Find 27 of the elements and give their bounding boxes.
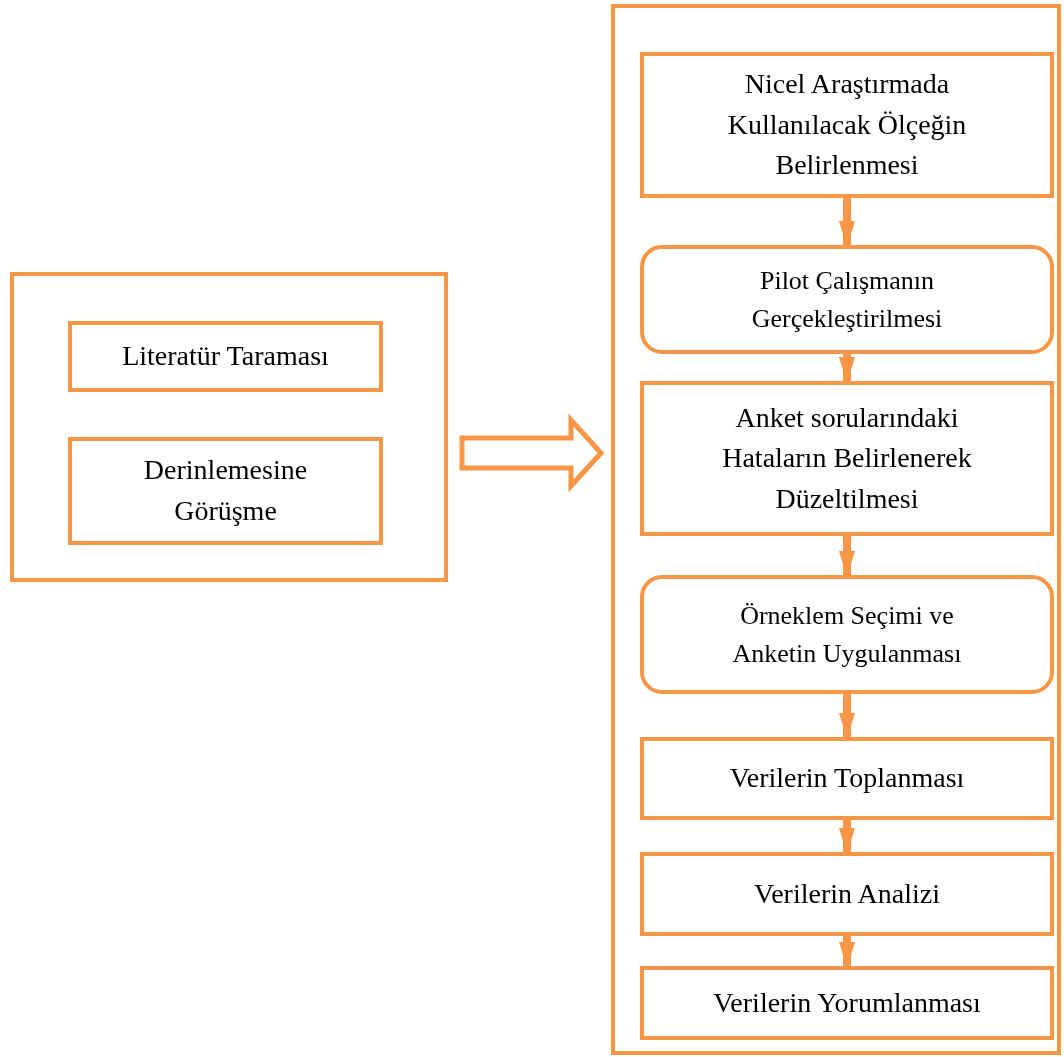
process-box (640, 966, 1054, 1040)
step-label: Verilerin Yorumlanması (713, 985, 981, 1020)
step-label: Verilerin Analizi (754, 876, 940, 911)
step-label: Derinlemesine Görüşme (142, 453, 309, 528)
process-box (640, 52, 1054, 198)
arrow (839, 936, 855, 968)
step-label: Anket sorularındaki Hataların Belirlenerek Düzeltilmesi (721, 400, 973, 516)
process-box (68, 437, 383, 545)
step-label: Pilot Çalışmanın Gerçekleştirilmesi (750, 264, 944, 335)
step-label: Verilerin Toplanması (729, 761, 965, 796)
arrow (839, 536, 855, 577)
block-arrow (459, 413, 605, 493)
step-label: Literatür Taraması (122, 339, 329, 374)
process-box (640, 381, 1054, 536)
group-frame (611, 4, 1061, 1055)
process-box (640, 852, 1054, 936)
process-box (68, 321, 383, 392)
process-box (640, 737, 1054, 820)
arrow (839, 354, 855, 383)
group-frame (10, 272, 448, 582)
step-label: Örneklem Seçimi ve Anketin Uygulanması (731, 599, 963, 670)
arrow (839, 820, 855, 854)
step-label: Nicel Araştırmada Kullanılacak Ölçeğin Belirlenmesi (726, 67, 968, 183)
arrow (839, 198, 855, 247)
rounded-process-box (640, 575, 1054, 694)
arrow (839, 694, 855, 739)
rounded-process-box (640, 245, 1054, 354)
